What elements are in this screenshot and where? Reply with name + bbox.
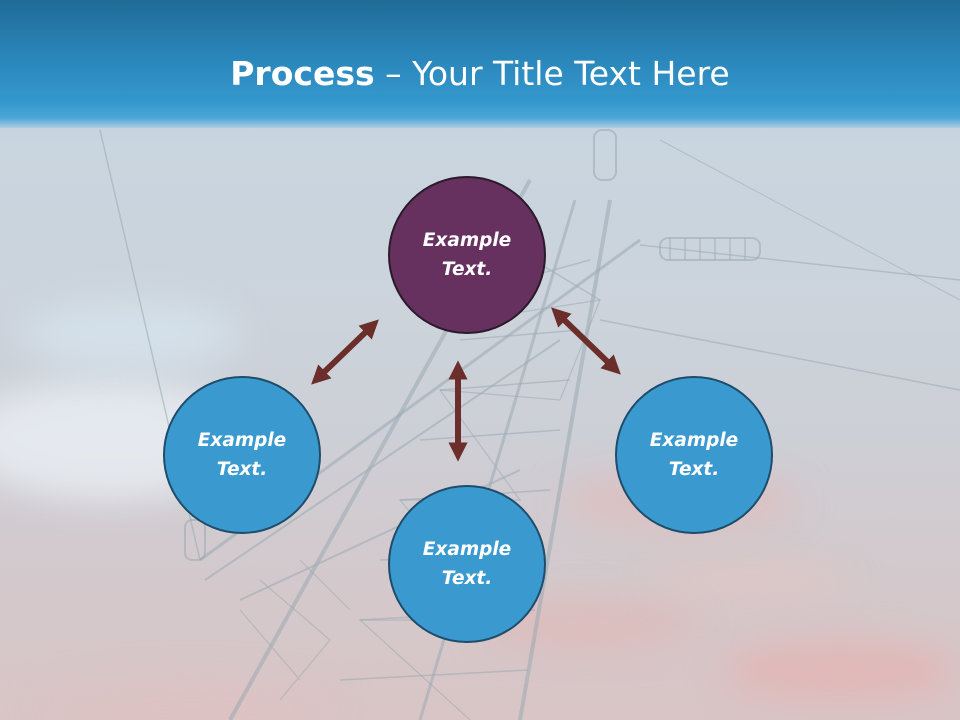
process-node-bottom[interactable]: Example Text. (388, 485, 546, 643)
node-left-line2: Text. (216, 459, 268, 480)
node-top-line2: Text. (441, 259, 493, 280)
title-bold-text: Process (230, 54, 375, 93)
title-rest-text: – Your Title Text Here (374, 54, 730, 93)
process-node-left[interactable]: Example Text. (163, 376, 321, 534)
node-left-line1: Example (197, 430, 287, 451)
node-right-line2: Text. (668, 459, 720, 480)
slide-title[interactable]: Process – Your Title Text Here (0, 52, 960, 96)
node-top-line1: Example (422, 230, 512, 251)
node-bottom-line2: Text. (441, 568, 493, 589)
node-right-line1: Example (649, 430, 739, 451)
process-node-top[interactable]: Example Text. (388, 176, 546, 334)
title-banner (0, 0, 960, 128)
node-bottom-line1: Example (422, 539, 512, 560)
process-node-right[interactable]: Example Text. (615, 376, 773, 534)
